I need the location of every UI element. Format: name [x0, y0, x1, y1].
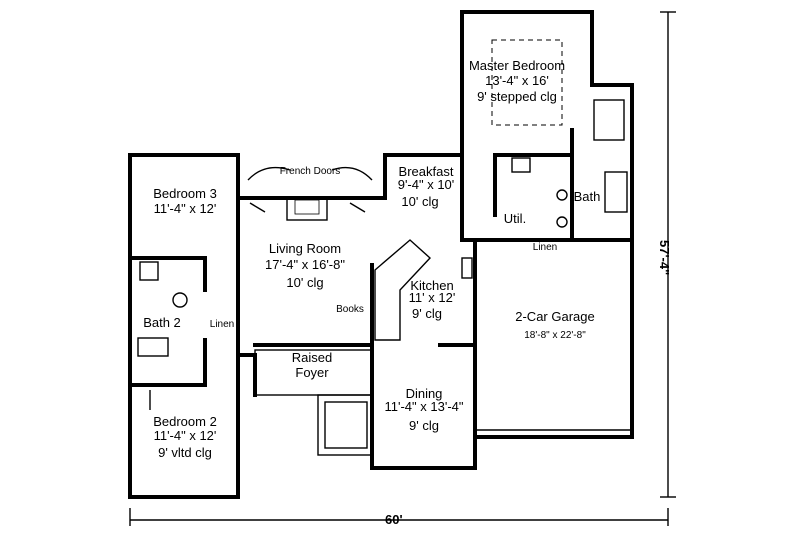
exterior-walls	[128, 10, 634, 499]
garage-size: 18'-8" x 22'-8"	[524, 330, 586, 341]
breakfast-size: 9'-4" x 10'	[398, 177, 455, 192]
bedroom2-size: 11'-4" x 12'	[154, 428, 217, 443]
bath-name: Bath	[574, 189, 601, 204]
bedroom2-name: Bedroom 2	[153, 414, 217, 429]
breakfast-ceiling: 10' clg	[401, 194, 438, 209]
linen-master-name: Linen	[533, 242, 557, 253]
depth-dimension: 57'-4"	[657, 240, 672, 275]
living-room-size: 17'-4" x 16'-8"	[265, 257, 345, 272]
master-bedroom-size: 13'-4" x 16'	[485, 73, 549, 88]
width-dimension: 60'	[385, 512, 403, 527]
fixtures	[137, 39, 633, 456]
dining-size: 11'-4" x 13'-4"	[385, 399, 464, 414]
room-labels: Master Bedroom 13'-4" x 16' 9' stepped c…	[143, 58, 600, 460]
french-doors-label: French Doors	[280, 166, 341, 177]
foyer-line1: Raised	[292, 350, 332, 365]
dining-name: Dining	[406, 386, 443, 401]
dining-ceiling: 9' clg	[409, 418, 439, 433]
foyer-line2: Foyer	[295, 365, 329, 380]
garage-name: 2-Car Garage	[515, 309, 594, 324]
bath2-name: Bath 2	[143, 315, 181, 330]
dimension-lines	[129, 11, 676, 526]
util-name: Util.	[504, 211, 526, 226]
master-bedroom-ceiling: 9' stepped clg	[477, 89, 557, 104]
kitchen-ceiling: 9' clg	[412, 306, 442, 321]
interior-walls	[128, 128, 634, 439]
linen-bath2-name: Linen	[210, 319, 234, 330]
bedroom3-size: 11'-4" x 12'	[154, 201, 217, 216]
kitchen-size: 11' x 12'	[409, 290, 456, 305]
breakfast-name: Breakfast	[399, 164, 454, 179]
bedroom2-ceiling: 9' vltd clg	[158, 445, 212, 460]
living-room-ceiling: 10' clg	[286, 275, 323, 290]
living-room-name: Living Room	[269, 241, 341, 256]
books-label: Books	[336, 304, 364, 315]
bedroom3-name: Bedroom 3	[153, 186, 217, 201]
kitchen-name: Kitchen	[410, 278, 453, 293]
master-bedroom-name: Master Bedroom	[469, 58, 565, 73]
